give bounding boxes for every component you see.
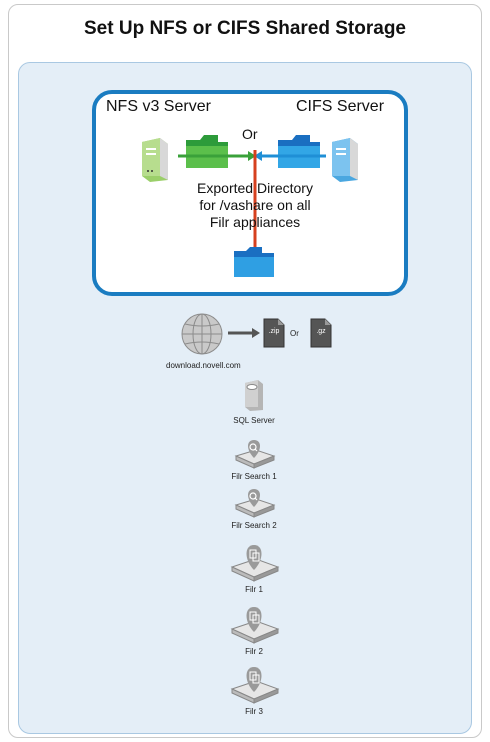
- search-appliance-icon: [234, 489, 276, 518]
- filr-1-label: Filr 1: [245, 585, 263, 594]
- zip-file-icon: [263, 318, 285, 348]
- or-label: Or: [242, 126, 258, 142]
- nfs-server-label: NFS v3 Server: [106, 98, 211, 115]
- globe-icon: [181, 313, 223, 355]
- nfs-server-icon: [142, 138, 168, 182]
- download-site-label: download.novell.com: [166, 361, 241, 370]
- cifs-server-icon: [332, 138, 358, 182]
- exported-line-3: Filr appliances: [209, 214, 301, 230]
- filr-appliance-icon: [230, 607, 280, 644]
- gz-label: .gz: [316, 328, 326, 335]
- exported-folder-icon: [234, 247, 274, 277]
- sql-server-label: SQL Server: [233, 416, 275, 425]
- download-or-label: Or: [290, 329, 299, 338]
- cifs-server-label: CIFS Server: [296, 98, 385, 115]
- diagram-title: Set Up NFS or CIFS Shared Storage: [84, 18, 406, 39]
- search-appliance-icon: [234, 440, 276, 469]
- filr-2-label: Filr 2: [245, 647, 263, 656]
- exported-line-2: for /vashare on all: [199, 197, 311, 213]
- gz-file-icon: [310, 318, 332, 348]
- filr-appliance-icon: [230, 667, 280, 704]
- filr-search-1-label: Filr Search 1: [231, 472, 277, 481]
- filr-search-2-label: Filr Search 2: [231, 521, 277, 530]
- filr-appliance-icon: [230, 545, 280, 582]
- zip-label: .zip: [268, 328, 280, 335]
- exported-line-1: Exported Directory: [197, 180, 313, 196]
- filr-3-label: Filr 3: [245, 707, 263, 716]
- database-server-icon: [245, 380, 263, 411]
- exported-directory-label: Exported Directory for /vashare on all F…: [170, 180, 340, 231]
